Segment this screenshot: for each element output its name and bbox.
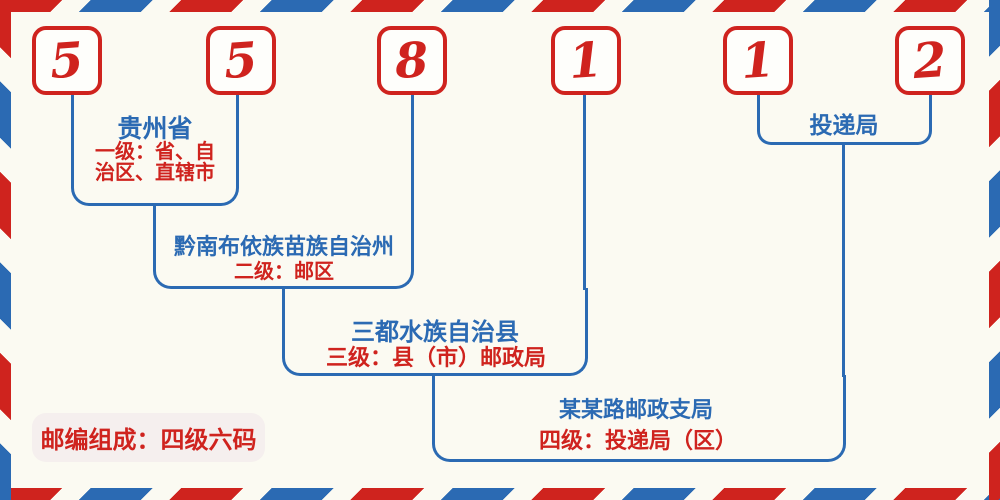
digit-6: 2 — [911, 31, 949, 90]
digit-box-4: 1 — [551, 26, 621, 95]
level1-desc-line1: 一级：省、自 — [95, 139, 215, 163]
level1-desc-line2: 治区、直辖市 — [95, 160, 215, 184]
airmail-border-right — [989, 0, 1000, 500]
connector-level3-bracket — [281, 288, 588, 376]
digit-box-2: 5 — [206, 26, 276, 95]
digit-box-1: 5 — [32, 26, 102, 95]
level3-region-label: 三都水族自治县 — [351, 318, 519, 346]
level4-desc-label: 四级：投递局（区） — [538, 429, 738, 454]
airmail-border-top — [0, 0, 1000, 12]
digit-2: 5 — [222, 31, 260, 90]
digit-5: 1 — [739, 31, 777, 90]
level3-desc-label: 三级：县（市）邮政局 — [325, 346, 547, 371]
digit-4: 1 — [567, 31, 605, 90]
footer-note-box: 邮编组成：四级六码 — [32, 413, 265, 462]
digit-box-6: 2 — [895, 26, 965, 95]
digit-1: 5 — [48, 31, 86, 90]
connector-level2-bracket — [153, 204, 414, 289]
connector-digit4-line — [583, 95, 586, 290]
level4-region-label: 某某路邮政支局 — [558, 398, 714, 423]
airmail-border-left — [0, 0, 11, 500]
connector-level4-bracket — [432, 375, 846, 462]
delivery-bureau-label: 投递局 — [809, 113, 879, 139]
digit-box-5: 1 — [723, 26, 793, 95]
digit-3: 8 — [393, 31, 431, 90]
level1-region-label: 贵州省 — [117, 114, 193, 143]
digit-box-3: 8 — [377, 26, 447, 95]
footer-note-text: 邮编组成：四级六码 — [40, 426, 257, 454]
connector-delivery-line — [842, 143, 845, 377]
airmail-border-bottom — [0, 488, 1000, 500]
level2-desc-label: 二级：邮区 — [234, 259, 334, 283]
level2-region-label: 黔南布依族苗族自治州 — [173, 235, 395, 260]
connector-digit3-line — [410, 95, 414, 207]
